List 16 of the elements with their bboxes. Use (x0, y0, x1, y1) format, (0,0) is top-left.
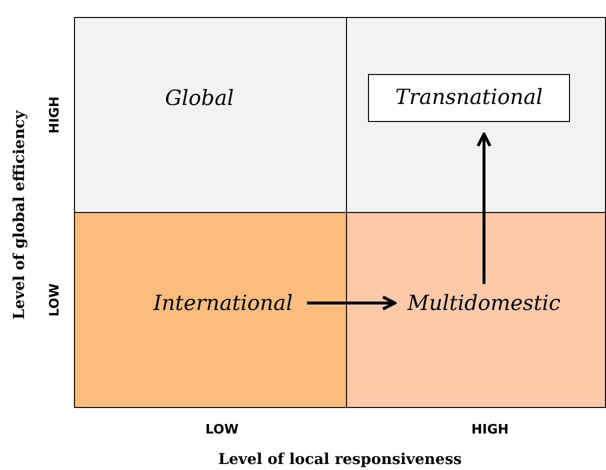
axis-tick-label: LOW (205, 422, 239, 438)
arrow (307, 296, 396, 310)
axis-tick-label: HIGH (48, 96, 62, 134)
axis-title: Level of local responsiveness (218, 450, 462, 468)
strategy-box: Transnational (368, 74, 570, 122)
strategy-label: Global (165, 85, 234, 112)
axis-tick-label: LOW (48, 283, 62, 317)
axis-tick-label: HIGH (471, 422, 509, 438)
quadrant-panel (346, 212, 606, 408)
arrow (476, 132, 492, 284)
strategy-label: Multidomestic (399, 288, 569, 318)
quadrant-panel (74, 17, 347, 213)
quadrant-panel (74, 212, 347, 408)
axis-title: Level of global efficiency (10, 110, 28, 320)
strategy-label: International (143, 288, 303, 318)
quadrant-panel (346, 17, 606, 213)
